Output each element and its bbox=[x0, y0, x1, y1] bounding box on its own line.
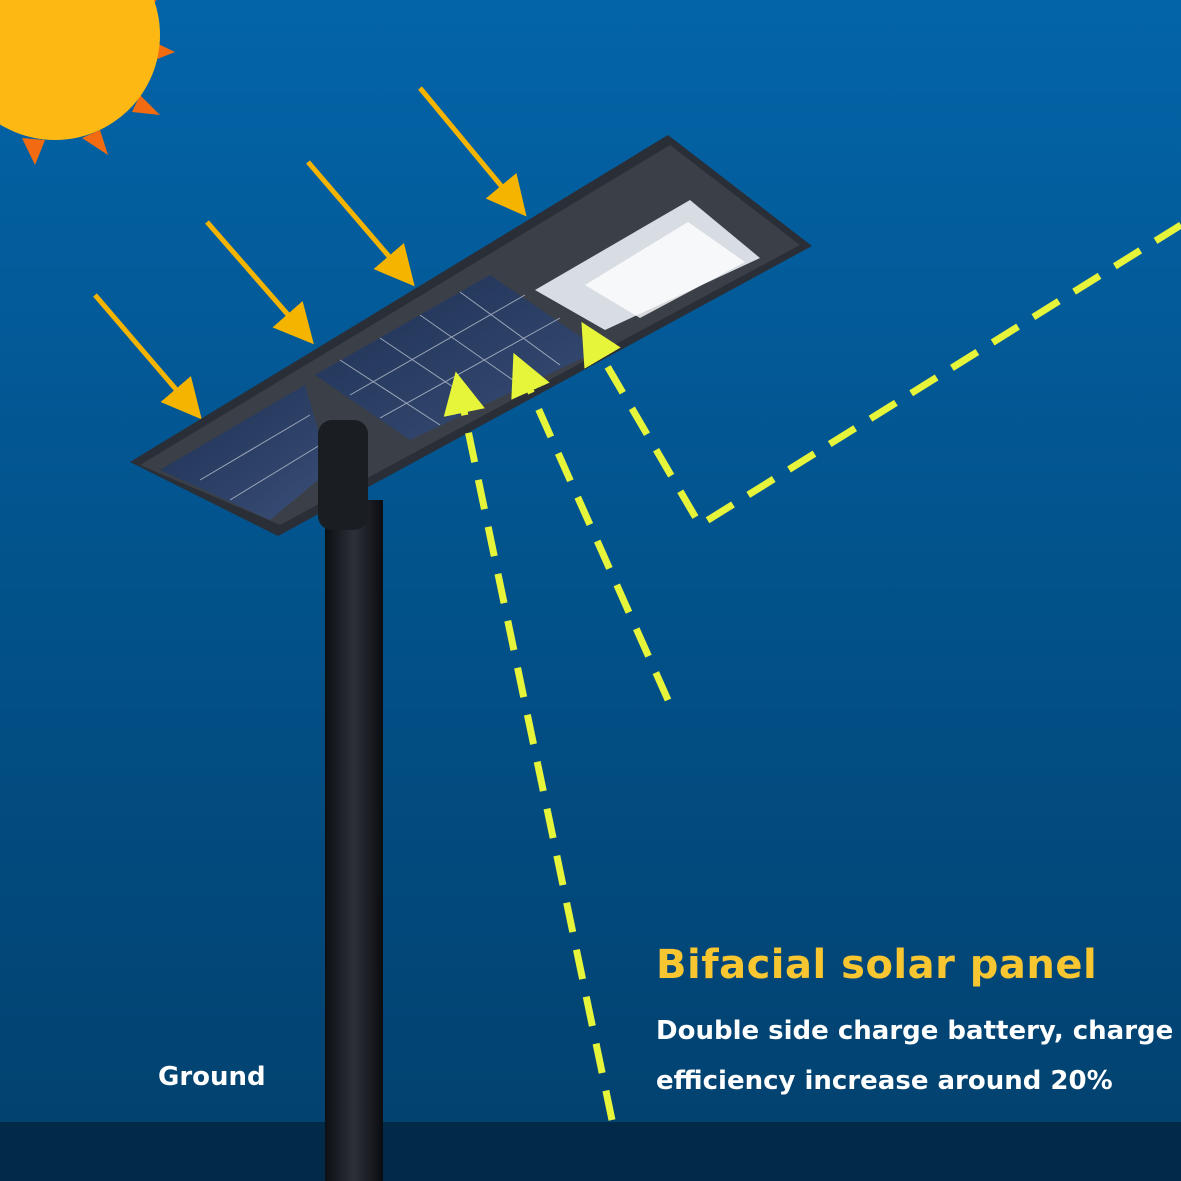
reflected-light-arrows bbox=[443, 222, 1181, 1121]
sunlight-arrow bbox=[93, 293, 202, 420]
ground-label: Ground bbox=[158, 1062, 266, 1092]
reflected-light-arrow bbox=[443, 371, 616, 1121]
sunlight-arrow bbox=[205, 220, 314, 345]
sunlight-arrows bbox=[93, 86, 527, 420]
ground-band bbox=[0, 1122, 1181, 1181]
description: Double side charge battery, charge effic… bbox=[656, 1006, 1173, 1106]
reflected-light-arrow bbox=[511, 352, 672, 702]
sunlight-arrow bbox=[306, 160, 415, 287]
solar-street-light bbox=[130, 135, 812, 536]
description-line: efficiency increase around 20% bbox=[656, 1066, 1113, 1096]
sunlight-arrow bbox=[418, 86, 527, 217]
description-line: Double side charge battery, charge bbox=[656, 1016, 1174, 1046]
headline: Bifacial solar panel bbox=[656, 942, 1098, 988]
sun-icon bbox=[0, 0, 175, 165]
pole bbox=[325, 500, 383, 1181]
